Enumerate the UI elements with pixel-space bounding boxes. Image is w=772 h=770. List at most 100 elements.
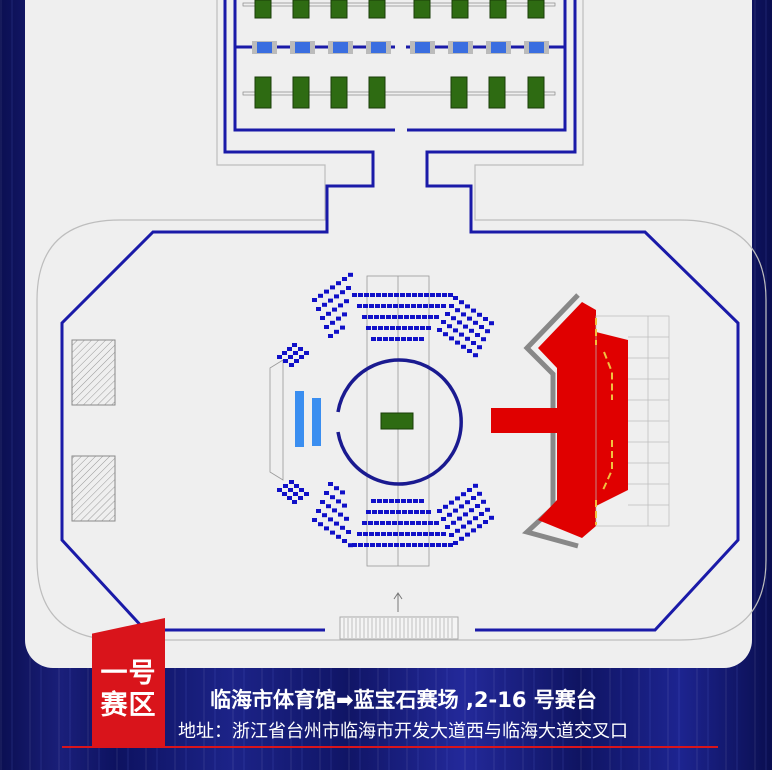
game-tables: [242, 0, 556, 109]
seat: [489, 515, 494, 520]
seat: [340, 290, 345, 295]
seat: [334, 486, 339, 491]
side-table-top: [491, 42, 506, 53]
seat: [346, 530, 351, 534]
seat: [393, 304, 398, 308]
center-table: [380, 412, 414, 430]
seat: [348, 543, 353, 548]
seat: [423, 304, 428, 308]
seat: [340, 325, 345, 330]
seat: [434, 315, 439, 319]
seat: [401, 499, 406, 503]
seat: [420, 510, 425, 514]
seat: [388, 543, 393, 547]
seat: [334, 329, 339, 334]
seat: [416, 521, 421, 525]
seat: [465, 336, 470, 341]
seat: [342, 312, 347, 317]
seat: [445, 312, 450, 316]
seat: [330, 285, 335, 290]
seat: [372, 326, 377, 330]
seat: [405, 304, 410, 308]
seat: [390, 326, 395, 330]
seat: [441, 320, 446, 324]
seat: [396, 510, 401, 514]
seat: [336, 534, 341, 539]
seat: [374, 315, 379, 319]
seat: [348, 272, 353, 277]
seat: [471, 341, 476, 345]
seat: [277, 355, 282, 359]
seat: [471, 308, 476, 313]
seat: [294, 484, 299, 488]
seat: [467, 488, 472, 492]
seat: [369, 532, 374, 536]
seat: [422, 315, 427, 319]
side-table-top: [371, 42, 386, 53]
seat: [375, 304, 380, 308]
seat: [294, 359, 299, 363]
seat: [283, 359, 288, 363]
side-table-top: [415, 42, 430, 53]
seat: [383, 337, 388, 341]
seat: [422, 521, 427, 525]
seat: [338, 512, 343, 517]
table-rail: [242, 91, 556, 96]
seat: [394, 543, 399, 547]
seat: [326, 311, 331, 316]
seat: [449, 336, 454, 341]
game-table: [330, 76, 348, 109]
seat: [435, 532, 440, 536]
game-table: [489, 0, 507, 19]
venue-address: 地址：浙江省台州市临海市开发大道西与临海大道交叉口: [178, 721, 628, 742]
seat: [336, 499, 341, 504]
seat: [330, 530, 335, 535]
seat: [451, 316, 456, 321]
seat: [372, 510, 377, 514]
seat: [467, 520, 472, 525]
seat: [401, 337, 406, 341]
seat: [352, 543, 357, 547]
seat: [318, 293, 323, 298]
seat: [453, 541, 458, 545]
seat: [371, 499, 376, 503]
game-table: [254, 0, 272, 19]
seat: [389, 337, 394, 341]
seat: [288, 488, 293, 492]
seat: [384, 510, 389, 514]
seat: [404, 521, 409, 525]
seat: [455, 340, 460, 345]
seat: [430, 543, 435, 547]
seat: [442, 293, 447, 297]
seat: [298, 347, 303, 351]
seat: [465, 500, 470, 505]
seat: [316, 509, 321, 513]
vip-seats-2: [312, 398, 321, 446]
seat: [364, 543, 369, 547]
seat: [445, 525, 450, 529]
seat: [386, 521, 391, 525]
seat: [477, 345, 482, 350]
seat: [463, 512, 468, 517]
seat: [483, 520, 488, 524]
seat: [414, 510, 419, 514]
seat: [435, 304, 440, 308]
seat: [362, 521, 367, 525]
seat: [338, 303, 343, 308]
seat: [346, 286, 351, 290]
seat: [277, 488, 282, 492]
seat: [424, 543, 429, 547]
seat: [369, 304, 374, 308]
seat: [453, 296, 458, 300]
seat: [404, 315, 409, 319]
seat: [383, 499, 388, 503]
storage-area-2: [71, 455, 116, 522]
seat: [463, 324, 468, 329]
seat: [336, 281, 341, 286]
seat: [473, 516, 478, 521]
seat: [395, 337, 400, 341]
seat: [437, 509, 442, 513]
seat: [330, 495, 335, 500]
seat: [352, 293, 357, 297]
seat: [376, 293, 381, 297]
